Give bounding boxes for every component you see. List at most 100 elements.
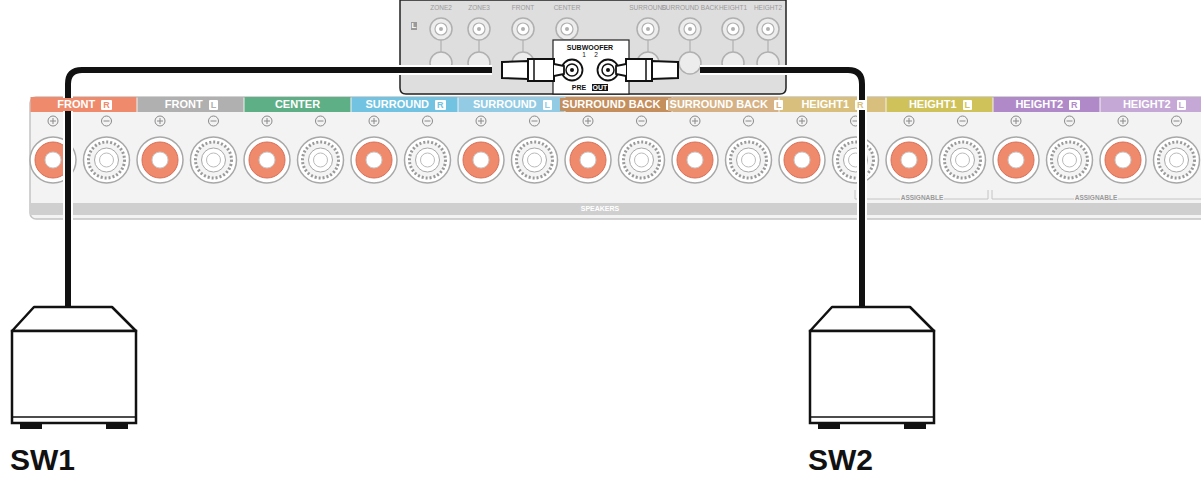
panel-label: SURROUND BACK bbox=[661, 5, 718, 12]
plus-symbol bbox=[904, 116, 914, 126]
panel-plate bbox=[30, 97, 1201, 219]
minus-terminal bbox=[405, 137, 451, 183]
minus-symbol bbox=[637, 116, 647, 126]
subwoofer-label: SW2 bbox=[808, 445, 938, 475]
channel-label-group: HEIGHT2 L bbox=[1100, 97, 1201, 112]
channel-band bbox=[31, 97, 137, 112]
channel-label-group: HEIGHT1 L bbox=[886, 97, 993, 112]
pre-out-panel bbox=[400, 0, 786, 94]
minus-terminal bbox=[940, 137, 986, 183]
channel-side-letter: L bbox=[209, 100, 219, 110]
minus-terminal bbox=[833, 137, 879, 183]
panel-label: PRE bbox=[572, 84, 586, 91]
plus-terminal bbox=[244, 137, 290, 183]
minus-terminal bbox=[191, 137, 237, 183]
channel-name: SURROUND bbox=[363, 98, 431, 111]
panel-label: HEIGHT2 bbox=[754, 5, 782, 12]
channel-side-letter: L bbox=[963, 100, 973, 110]
plus-terminal bbox=[458, 137, 504, 183]
minus-symbol bbox=[316, 116, 326, 126]
channel-name: SURROUND BACK bbox=[560, 98, 662, 111]
minus-symbol bbox=[102, 116, 112, 126]
channel-band bbox=[1101, 97, 1201, 112]
plus-terminal bbox=[351, 137, 397, 183]
channel-label-group: SURROUND R bbox=[351, 97, 458, 112]
minus-terminal bbox=[1047, 137, 1093, 183]
subwoofer-label: SW1 bbox=[10, 445, 140, 475]
channel-label-group: SURROUND BACKL bbox=[672, 97, 779, 112]
plus-terminal bbox=[672, 137, 718, 183]
channel-label-group: FRONT L bbox=[137, 97, 244, 112]
panel-label: L bbox=[411, 22, 418, 30]
rca-plug bbox=[502, 59, 564, 81]
channel-band bbox=[245, 97, 351, 112]
plus-terminal bbox=[993, 137, 1039, 183]
channel-label-group: HEIGHT1R bbox=[779, 97, 886, 112]
plus-symbol bbox=[262, 116, 272, 126]
channel-band bbox=[352, 97, 458, 112]
channel-name: CENTER bbox=[273, 98, 322, 111]
channel-name: HEIGHT2 bbox=[1013, 98, 1065, 111]
channel-side-letter: L bbox=[543, 100, 553, 110]
panel-label: OUT bbox=[592, 84, 609, 91]
minus-symbol bbox=[209, 116, 219, 126]
channel-band bbox=[780, 97, 886, 112]
channel-side-letter: L bbox=[774, 100, 784, 110]
minus-symbol bbox=[423, 116, 433, 126]
plus-symbol bbox=[369, 116, 379, 126]
minus-terminal bbox=[1154, 137, 1200, 183]
panel-label: ZONE3 bbox=[468, 5, 490, 12]
plus-symbol bbox=[1011, 116, 1021, 126]
minus-terminal bbox=[298, 137, 344, 183]
channel-band bbox=[138, 97, 244, 112]
channel-name: HEIGHT1 bbox=[907, 98, 959, 111]
panel-label: FRONT bbox=[512, 5, 534, 12]
channel-label-group: HEIGHT2R bbox=[993, 97, 1100, 112]
panel-label: CENTER bbox=[554, 5, 581, 12]
plus-terminal bbox=[886, 137, 932, 183]
plus-symbol bbox=[797, 116, 807, 126]
plus-terminal bbox=[779, 137, 825, 183]
plus-terminal bbox=[1100, 137, 1146, 183]
subwoofer-cabinet bbox=[806, 303, 938, 435]
channel-band bbox=[994, 97, 1100, 112]
channel-name: SURROUND bbox=[471, 98, 539, 111]
rca-jack bbox=[679, 18, 701, 74]
minus-symbol bbox=[1172, 116, 1182, 126]
plus-terminal bbox=[137, 137, 183, 183]
channel-name: FRONT bbox=[163, 98, 205, 111]
channel-side-letter: R bbox=[435, 100, 446, 110]
channel-label-group: SURROUND L bbox=[458, 97, 565, 112]
channel-label-group: CENTER bbox=[244, 97, 351, 112]
minus-symbol bbox=[1065, 116, 1075, 126]
minus-terminal bbox=[619, 137, 665, 183]
panel-label: SPEAKERS bbox=[581, 205, 620, 212]
plus-symbol bbox=[1118, 116, 1128, 126]
panel-label: HEIGHT1 bbox=[719, 5, 747, 12]
plus-symbol bbox=[48, 116, 58, 126]
subwoofer-area bbox=[553, 40, 629, 94]
subwoofer-cabinet bbox=[8, 303, 140, 435]
panel-label: ASSIGNABLE bbox=[900, 195, 945, 202]
channel-band bbox=[887, 97, 993, 112]
channel-band bbox=[459, 97, 565, 112]
subwoofer: SW2 bbox=[806, 303, 938, 475]
channel-side-letter: R bbox=[855, 100, 866, 110]
subwoofer-cable bbox=[68, 70, 862, 308]
channel-side-letter: R bbox=[101, 100, 112, 110]
rca-plug bbox=[616, 59, 678, 81]
panel-label: SURROUND bbox=[629, 5, 667, 12]
channel-side-letter: L bbox=[1177, 100, 1187, 110]
channel-name: HEIGHT2 bbox=[1121, 98, 1173, 111]
panel-label: SUBWOOFER bbox=[567, 44, 613, 51]
panel-label: ASSIGNABLE bbox=[1074, 195, 1119, 202]
plus-symbol bbox=[583, 116, 593, 126]
channel-name: FRONT bbox=[55, 98, 97, 111]
minus-terminal bbox=[84, 137, 130, 183]
channel-label-group: SURROUND BACKR bbox=[565, 97, 672, 112]
panel-label: 1 bbox=[582, 52, 586, 59]
plus-terminal bbox=[565, 137, 611, 183]
minus-symbol bbox=[958, 116, 968, 126]
plus-symbol bbox=[476, 116, 486, 126]
